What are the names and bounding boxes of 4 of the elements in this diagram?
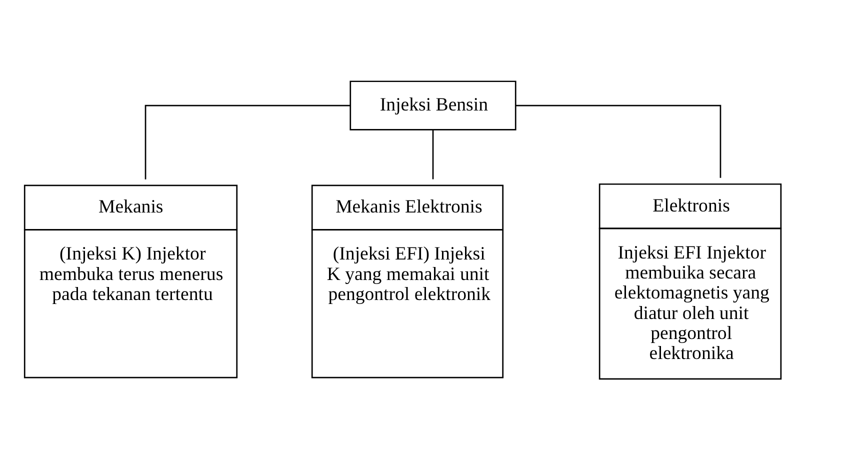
connector (516, 104, 722, 178)
node-box: Injeksi Bensin (350, 80, 516, 130)
connector (144, 104, 350, 179)
connector (432, 129, 434, 179)
